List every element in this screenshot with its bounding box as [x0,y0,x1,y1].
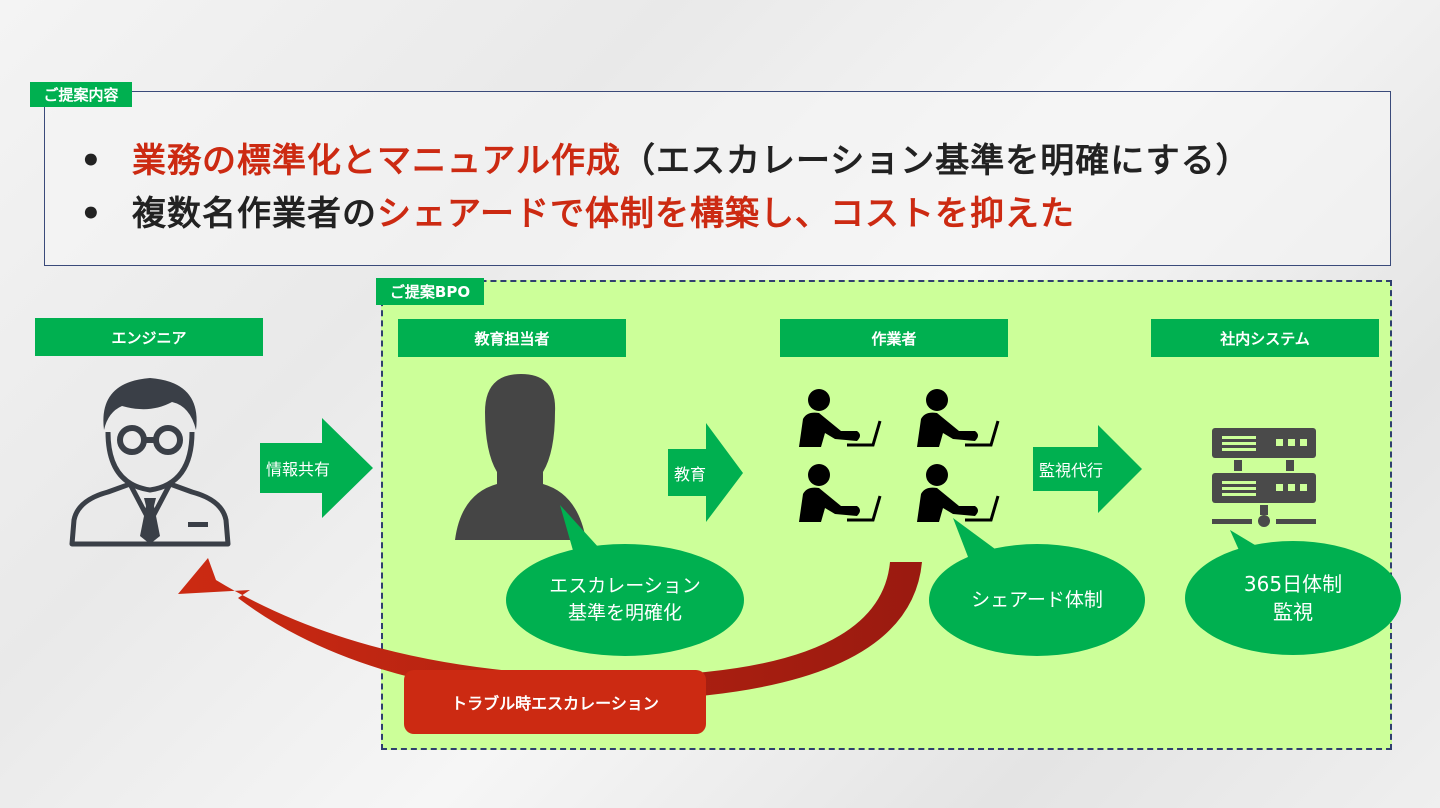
header-workers: 作業者 [780,319,1008,357]
bpo-label: ご提案BPO [376,278,484,305]
workers-icon [797,387,1000,524]
escalation-bubble: エスカレーション基準を明確化 [506,545,744,655]
person-silhouette-icon [455,374,586,540]
header-educator: 教育担当者 [398,319,626,357]
trouble-escalation-label: トラブル時エスカレーション [404,670,706,734]
arrow-right-icon [1033,425,1142,513]
bubble-text: エスカレーション [549,575,701,598]
bullet: • [80,194,103,234]
arrow-right-icon [668,423,743,522]
bullet: • [80,141,103,181]
text: 複数名作業者の [132,194,377,234]
bullet-line-1: • 業務の標準化とマニュアル作成（エスカレーション基準を明確にする） [80,133,1251,182]
arrow-label: 情報共有 [266,460,331,479]
bubble-text: 365日体制 [1243,572,1343,596]
highlight-text: シェアードで体制を構築し [377,194,795,234]
arrow-label: 監視代行 [1039,461,1104,480]
header-engineer: エンジニア [35,318,263,356]
shared-bubble: シェアード体制 [971,588,1103,611]
educate-arrow: 教育 [668,423,743,522]
bubble-text: 監視 [1273,600,1313,624]
arrow-right-icon [260,418,373,518]
highlight-text: コストを抑えた [829,194,1075,234]
proposal-box [44,91,1391,266]
bullet-line-2: • 複数名作業者のシェアードで体制を構築し、コストを抑えた [80,186,1075,235]
text: 、 [794,194,830,234]
arrow-label: 教育 [674,464,707,484]
header-system: 社内システム [1151,319,1379,357]
highlight-text: 業務の標準化とマニュアル作成 [132,141,621,181]
text: （エスカレーション基準を明確にする） [620,141,1251,181]
share-arrow: 情報共有 [260,418,373,518]
server-icon [1212,428,1316,527]
monitor-arrow: 監視代行 [1033,425,1142,513]
engineer-icon [69,378,231,547]
proposal-label: ご提案内容 [30,82,132,107]
bubble-text: 基準を明確化 [567,602,682,624]
monitor-bubble: 365日体制監視 [1185,541,1401,655]
